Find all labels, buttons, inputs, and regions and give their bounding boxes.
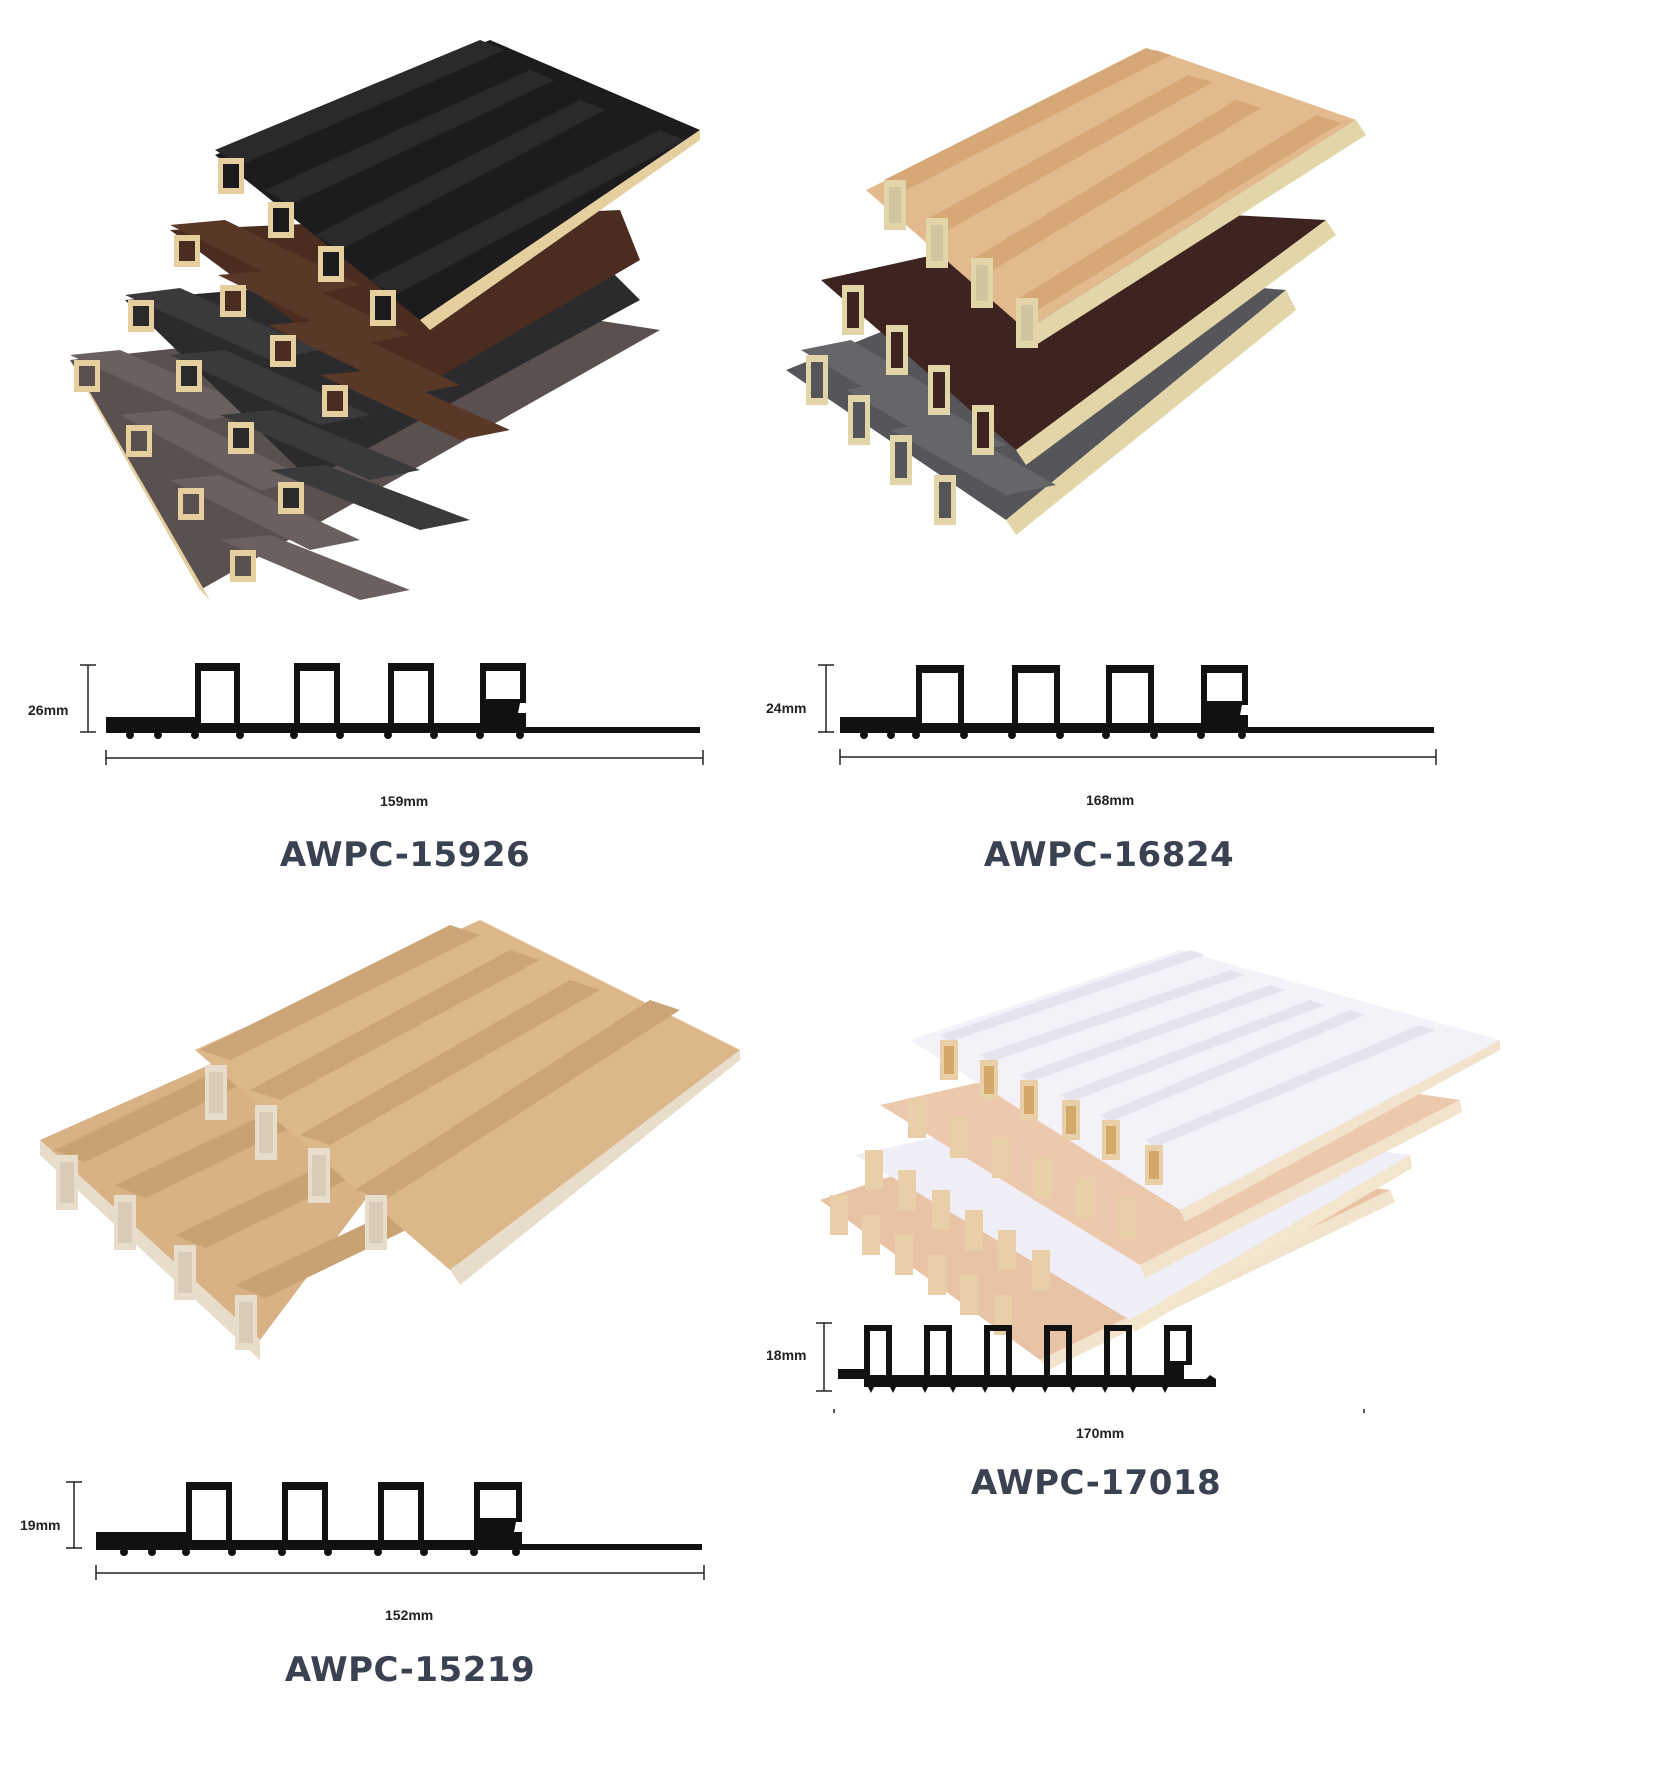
height-dimension: 18mm <box>766 1347 807 1363</box>
height-dimension: 24mm <box>766 700 807 716</box>
product-photo-awpc-15219 <box>40 920 740 1360</box>
profile-drawing-awpc-17018 <box>816 1322 1365 1413</box>
width-dimension: 152mm <box>385 1607 434 1623</box>
width-dimension: 159mm <box>380 793 429 809</box>
product-photo-awpc-16824 <box>786 48 1366 535</box>
product-card-awpc-17018: 18mm 170mm AWPC-17018 <box>766 885 1652 1770</box>
width-dimension: 170mm <box>1076 1425 1125 1441</box>
height-dimension: 19mm <box>20 1517 61 1533</box>
model-code: AWPC-16824 <box>983 835 1235 875</box>
model-code: AWPC-15926 <box>279 835 531 875</box>
width-dimension: 168mm <box>1086 792 1135 808</box>
model-code: AWPC-17018 <box>970 1463 1222 1503</box>
height-dimension: 26mm <box>28 702 69 718</box>
product-card-awpc-15219: 19mm 152mm AWPC-15219 <box>0 885 826 1770</box>
profile-drawing-awpc-15926 <box>80 663 704 765</box>
product-photo-awpc-15926 <box>70 40 700 600</box>
product-card-awpc-16824: 24mm 168mm AWPC-16824 <box>766 0 1652 885</box>
model-code: AWPC-15219 <box>284 1650 536 1690</box>
profile-drawing-awpc-16824 <box>818 664 1437 765</box>
profile-drawing-awpc-15219 <box>66 1481 705 1580</box>
product-card-awpc-15926: 26mm 159mm AWPC-15926 <box>0 0 826 885</box>
